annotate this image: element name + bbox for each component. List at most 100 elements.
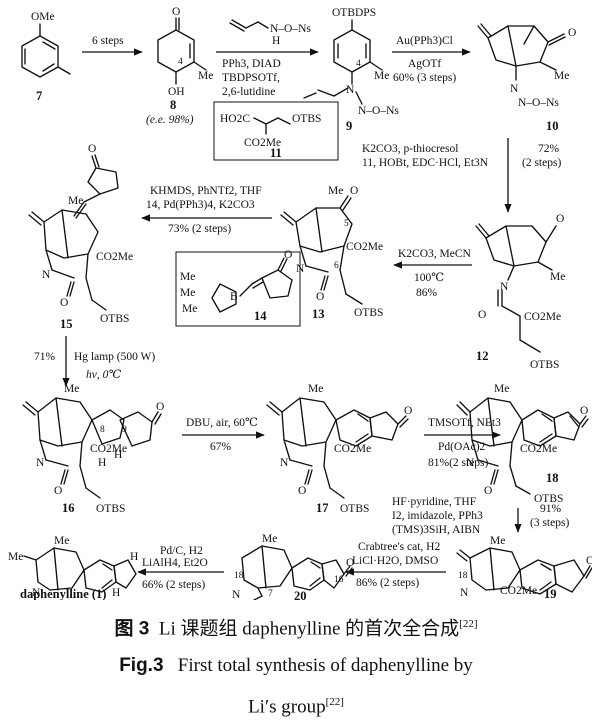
- step-1-line1: 6 steps: [92, 35, 124, 47]
- atom-co2me-18: CO2Me: [520, 443, 557, 455]
- atom-me-12: Me: [550, 271, 565, 283]
- box-compound-14: Me Me Me B O 14: [175, 249, 301, 327]
- step-6-line2: 14, Pd(PPh3)4, K2CO3: [146, 199, 255, 211]
- step-9-line1: TMSOTf, NEt3: [428, 417, 501, 429]
- atom-co2me-16: CO2Me: [90, 443, 127, 455]
- caption-cn-ref: [22]: [459, 618, 478, 630]
- atom-n-10: N: [510, 83, 519, 95]
- atom-n-12: N: [500, 281, 509, 293]
- atom-otbs-12: OTBS: [530, 359, 559, 371]
- compound-12: O Me N O CO2Me OTBS 12: [475, 213, 565, 371]
- step-2-line2: TBDPSOTf,: [222, 72, 280, 84]
- atom-me-18b: Me: [494, 383, 509, 395]
- atom-o2-16: O: [54, 485, 62, 497]
- reagent-label: N–O–Ns: [270, 23, 311, 35]
- atom-co2me-11: CO2Me: [244, 137, 281, 149]
- caption-cn: 图 3 Li 课题组 daphenylline 的首次全合成[22]: [0, 606, 592, 647]
- atom-me-14c: Me: [182, 303, 197, 315]
- compound-8: O Me OH 4 8 (e.e. 98%): [146, 6, 213, 126]
- atom-n-16: N: [36, 457, 45, 469]
- caption-cn-fig: 图 3: [114, 618, 150, 640]
- atom-otbs-17: OTBS: [340, 503, 369, 515]
- atom-me-15: Me: [68, 195, 83, 207]
- atom-otbs-11: OTBS: [292, 113, 321, 125]
- atom-n-18: N: [466, 457, 475, 469]
- caption-en-1: Fig.3 First total synthesis of daphenyll…: [0, 647, 592, 684]
- atom-otbs-15: OTBS: [100, 313, 129, 325]
- label-18: 18: [546, 471, 559, 485]
- step-10-yield1: 91%: [540, 503, 562, 515]
- atom-o-16: O: [156, 401, 164, 413]
- reagent-propargyl-ns: N–O–Ns H: [229, 19, 311, 47]
- figure-caption: 图 3 Li 课题组 daphenylline 的首次全合成[22] Fig.3…: [0, 606, 592, 726]
- label-12: 12: [476, 349, 489, 363]
- step-4-yield1: 72%: [538, 143, 560, 155]
- step-7-line2: Hg lamp (500 W): [74, 351, 155, 363]
- atom-o-14: O: [284, 249, 292, 261]
- atom-me-1b: Me: [8, 551, 23, 563]
- atom-o2-15: O: [60, 297, 68, 309]
- atom-num-5: 5: [344, 219, 349, 229]
- label-8-note: (e.e. 98%): [146, 114, 194, 126]
- step-2-line1: PPh3, DIAD: [222, 58, 281, 70]
- step-5-line2: 100℃: [414, 272, 444, 284]
- step-2-line3: 2,6-lutidine: [222, 86, 275, 98]
- label-13: 13: [312, 307, 325, 321]
- atom-me-14b: Me: [180, 287, 195, 299]
- compound-10: O Me N N–O–Ns 10: [477, 23, 576, 133]
- atom-num-18-19: 18: [458, 571, 468, 581]
- step-4-line1: K2CO3, p-thiocresol: [362, 143, 458, 155]
- label-20: 20: [294, 589, 307, 600]
- atom-n-17: N: [280, 457, 289, 469]
- step-7-line3: hν, 0℃: [86, 369, 121, 381]
- compound-18-row: O Me N O CO2Me OTBS 18: [456, 383, 589, 505]
- atom-o2-12: O: [478, 309, 486, 321]
- step-5-line3: 86%: [416, 287, 438, 299]
- caption-en-ref: [22]: [325, 696, 344, 709]
- atom-oh: OH: [168, 86, 185, 98]
- atom-o2-17: O: [298, 485, 306, 497]
- atom-num-8: 8: [100, 425, 105, 435]
- step-4-yield2: (2 steps): [522, 157, 561, 169]
- caption-en-fig: Fig.3: [119, 655, 164, 677]
- compound-15: O Me N O CO2Me OTBS 15: [28, 143, 133, 331]
- step-5-line1: K2CO3, MeCN: [398, 248, 472, 260]
- atom-num-6: 6: [334, 261, 339, 271]
- atom-otbs-13: OTBS: [354, 307, 383, 319]
- atom-num-4-9: 4: [356, 59, 361, 69]
- step-10-line1: HF·pyridine, THF: [392, 496, 476, 508]
- step-12-line2: LiAlH4, Et2O: [142, 557, 208, 569]
- atom-n-15: N: [42, 269, 51, 281]
- label-19: 19: [544, 587, 557, 600]
- atom-h-16b: H: [114, 449, 122, 461]
- atom-n-20: N: [232, 589, 241, 600]
- compound-16: O Me N O H H CO2Me OTBS 8 9 16: [22, 383, 164, 515]
- step-8-line1: DBU, air, 60℃: [186, 417, 258, 429]
- atom-o-17: O: [404, 405, 412, 417]
- atom-o-15: O: [88, 143, 96, 155]
- synthesis-scheme: OMe 7 6 steps O Me OH 4 8 (e.e. 98%) N–O…: [8, 6, 592, 600]
- box-compound-11: HO2C OTBS CO2Me 11: [213, 101, 339, 161]
- atom-otbs-18: OTBS: [534, 493, 563, 505]
- atom-h-1a: H: [130, 551, 138, 563]
- atom-me-19: Me: [490, 535, 505, 547]
- atom-me-13: Me: [328, 185, 343, 197]
- atom-num-4: 4: [178, 57, 183, 67]
- atom-o2-18: O: [484, 485, 492, 497]
- step-4-line2: 11, HOBt, EDC·HCl, Et3N: [362, 157, 489, 169]
- label-10: 10: [546, 119, 559, 133]
- compound-13: O Me N O CO2Me OTBS 5 6 13: [280, 185, 383, 321]
- atom-me-10: Me: [554, 70, 569, 82]
- step-6-line1: KHMDS, PhNTf2, THF: [150, 185, 262, 197]
- step-6-line3: 73% (2 steps): [168, 223, 231, 235]
- atom-me: Me: [198, 70, 213, 82]
- atom-co2me-15: CO2Me: [96, 251, 133, 263]
- compound-9: OTBDPS Me N N–O–Ns 4 9: [303, 7, 399, 133]
- atom-b-14: B: [230, 291, 238, 303]
- label-9: 9: [346, 119, 352, 133]
- label-17: 17: [316, 501, 329, 515]
- step-10-yield2: (3 steps): [530, 517, 569, 529]
- atom-o-18: O: [580, 405, 588, 417]
- atom-o2-13: O: [316, 291, 324, 303]
